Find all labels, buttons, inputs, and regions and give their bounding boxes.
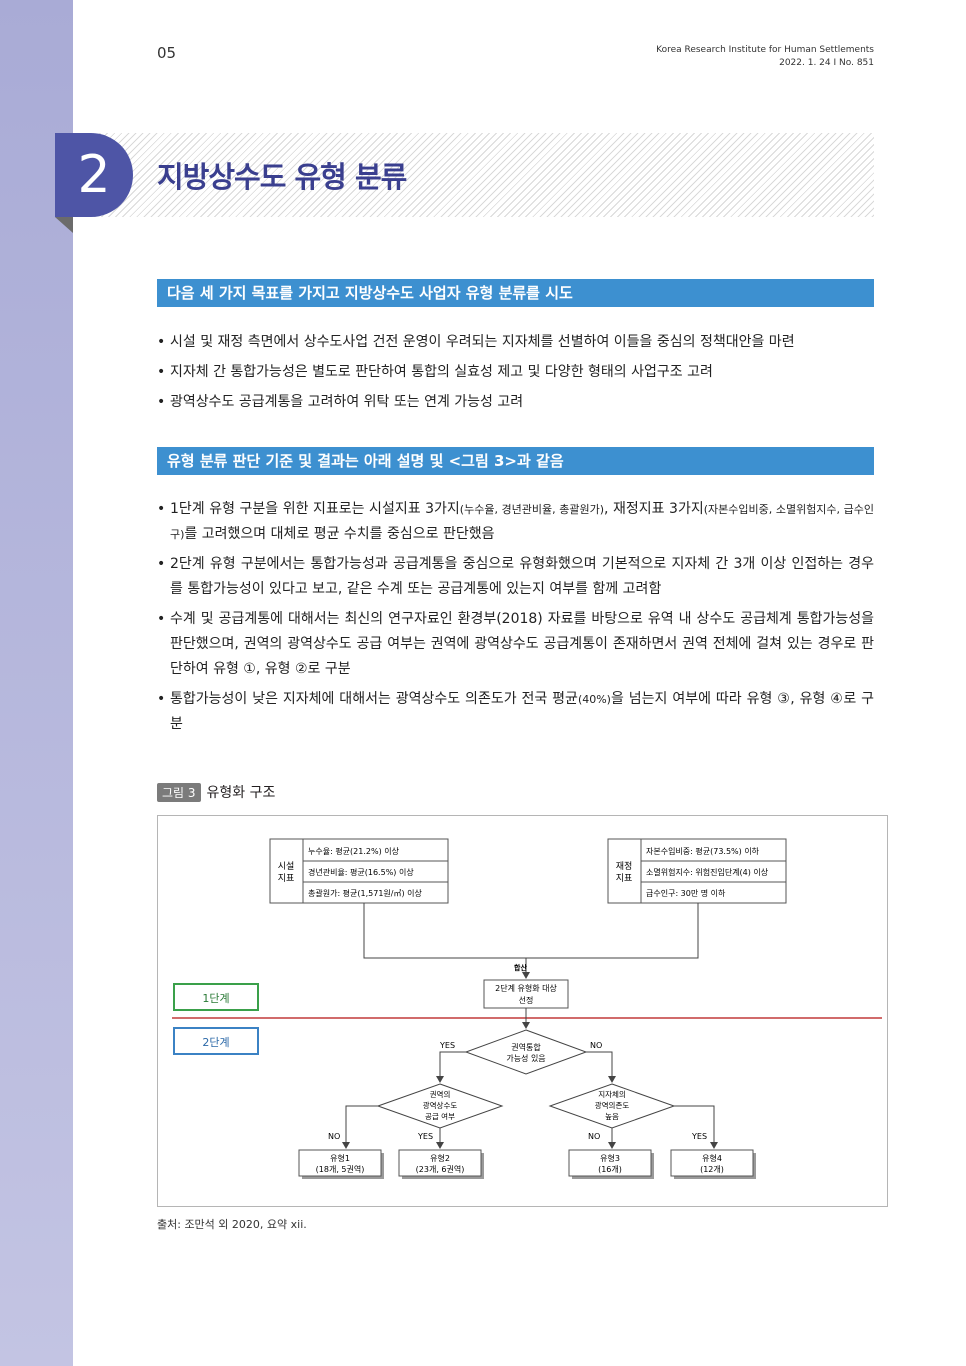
facility-label-1: 시설 bbox=[278, 861, 295, 872]
d2-line2: 광역상수도 bbox=[423, 1100, 458, 1110]
merge-connector bbox=[363, 903, 699, 959]
text-segment: (40%) bbox=[577, 693, 611, 706]
flowchart: 시설 지표 누수율: 평균(21.2%) 이상 경년관비율: 평균(16.5%)… bbox=[172, 838, 882, 1179]
page-number: 05 bbox=[157, 44, 177, 62]
publisher-name: Korea Research Institute for Human Settl… bbox=[656, 45, 874, 55]
connector bbox=[674, 1105, 718, 1149]
stage1-label: 1단계 bbox=[202, 992, 229, 1005]
text-segment: (자본수입비중, 소멸위험지수, 급수인구) bbox=[170, 503, 874, 541]
type-name: 유형1 bbox=[330, 1154, 350, 1163]
type-detail: (12개) bbox=[700, 1164, 724, 1174]
type-box-3: 유형3 (16개) bbox=[568, 1149, 654, 1179]
finance-label-2: 지표 bbox=[616, 873, 633, 884]
list-item: 2단계 유형 구분에서는 통합가능성과 공급계통을 중심으로 유형화했으며 기본… bbox=[157, 552, 874, 602]
figure-label: 그림 3 유형화 구조 bbox=[157, 782, 275, 802]
connector bbox=[342, 1105, 378, 1149]
type-name: 유형3 bbox=[600, 1154, 620, 1163]
decision-integration bbox=[464, 1029, 588, 1075]
block1-heading: 다음 세 가지 목표를 가지고 지방상수도 사업자 유형 분류를 시도 bbox=[157, 279, 874, 307]
d2-line3: 공급 여부 bbox=[425, 1111, 455, 1121]
list-item: 지자체 간 통합가능성은 별도로 판단하여 통합의 실효성 제고 및 다양한 형… bbox=[157, 357, 874, 387]
list-item: 수계 및 공급계통에 대해서는 최신의 연구자료인 환경부(2018) 자료를 … bbox=[157, 607, 874, 682]
no-label: NO bbox=[588, 1132, 600, 1141]
d3-line2: 광역의존도 bbox=[595, 1100, 630, 1110]
text-segment: 을 넘는지 여부에 따라 유형 ③, 유형 ④로 구분 bbox=[170, 691, 874, 732]
facility-item: 누수율: 평균(21.2%) 이상 bbox=[308, 846, 400, 856]
yes-label: YES bbox=[417, 1132, 433, 1141]
text-segment: 를 고려했으며 대체로 평균 수치를 중심으로 판단했음 bbox=[184, 526, 495, 542]
facility-indicators: 시설 지표 누수율: 평균(21.2%) 이상 경년관비율: 평균(16.5%)… bbox=[269, 838, 449, 904]
stage1-box bbox=[173, 983, 259, 1011]
section-number-fold bbox=[55, 217, 73, 233]
type-detail: (23개, 6권역) bbox=[416, 1164, 465, 1174]
finance-label-1: 재정 bbox=[616, 861, 633, 872]
text-segment: 1단계 유형 구분을 위한 지표로는 시설지표 3가지 bbox=[170, 501, 460, 517]
finance-item: 소멸위험지수: 위험진입단계(4) 이상 bbox=[646, 867, 769, 877]
block1-bullet-list: 시설 및 재정 측면에서 상수도사업 건전 운영이 우려되는 지자체를 선별하여… bbox=[157, 327, 874, 417]
target-line1: 2단계 유형화 대상 bbox=[495, 983, 557, 993]
yes-label: YES bbox=[439, 1041, 455, 1050]
list-item: 광역상수도 공급계통을 고려하여 위탁 또는 연계 가능성 고려 bbox=[157, 387, 874, 417]
list-item: 시설 및 재정 측면에서 상수도사업 건전 운영이 우려되는 지자체를 선별하여… bbox=[157, 327, 874, 357]
facility-item: 경년관비율: 평균(16.5%) 이상 bbox=[308, 867, 414, 877]
text-segment: , 재정지표 3가지 bbox=[604, 501, 704, 517]
d3-line1: 지자체의 bbox=[598, 1089, 626, 1099]
type-name: 유형2 bbox=[430, 1154, 450, 1163]
type-name: 유형4 bbox=[702, 1154, 722, 1163]
facility-box bbox=[269, 838, 449, 904]
no-label: NO bbox=[328, 1132, 340, 1141]
target-box bbox=[483, 979, 569, 1009]
finance-item: 급수인구: 30만 명 이하 bbox=[646, 888, 726, 898]
no-label: NO bbox=[590, 1041, 602, 1050]
block2-heading: 유형 분류 판단 기준 및 결과는 아래 설명 및 <그림 3>과 같음 bbox=[157, 447, 874, 475]
d1-line2: 가능성 있음 bbox=[506, 1053, 545, 1063]
d1-line1: 권역통합 bbox=[511, 1042, 541, 1052]
finance-item: 자본수입비중: 평균(73.5%) 이하 bbox=[646, 846, 760, 856]
issue-info: 2022. 1. 24 I No. 851 bbox=[779, 58, 874, 68]
publication-header: Korea Research Institute for Human Settl… bbox=[656, 44, 874, 70]
section-number: 2 bbox=[55, 133, 133, 217]
list-item: 통합가능성이 낮은 지자체에 대해서는 광역상수도 의존도가 전국 평균(40%… bbox=[157, 687, 874, 737]
text-segment: (누수율, 경년관비율, 총괄원가) bbox=[459, 503, 604, 516]
d2-line1: 권역의 bbox=[430, 1089, 451, 1099]
finance-box bbox=[607, 838, 787, 904]
target-line2: 선정 bbox=[519, 995, 534, 1005]
d3-line3: 높음 bbox=[605, 1112, 619, 1121]
figure-tag: 그림 3 bbox=[157, 783, 201, 802]
connector bbox=[586, 1051, 616, 1083]
type-box-1: 유형1 (18개, 5권역) bbox=[298, 1149, 384, 1179]
text-segment: 통합가능성이 낮은 지자체에 대해서는 광역상수도 의존도가 전국 평균 bbox=[170, 691, 578, 707]
list-item: 1단계 유형 구분을 위한 지표로는 시설지표 3가지(누수율, 경년관비율, … bbox=[157, 497, 874, 547]
sum-label: 합산 bbox=[514, 963, 527, 972]
flowchart-frame: 시설 지표 누수율: 평균(21.2%) 이상 경년관비율: 평균(16.5%)… bbox=[157, 815, 888, 1207]
figure-caption: 유형화 구조 bbox=[206, 785, 276, 801]
figure-source: 출처: 조만석 외 2020, 요약 xii. bbox=[157, 1218, 307, 1231]
section-header-background bbox=[73, 133, 874, 217]
facility-item: 총괄원가: 평균(1,571원/㎥) 이상 bbox=[308, 888, 423, 898]
type-detail: (18개, 5권역) bbox=[316, 1164, 365, 1174]
connector bbox=[436, 1051, 466, 1083]
stage2-box bbox=[173, 1027, 259, 1055]
facility-label-2: 지표 bbox=[278, 873, 295, 884]
type-detail: (16개) bbox=[598, 1164, 622, 1174]
stage2-label: 2단계 bbox=[202, 1036, 229, 1049]
type-box-2: 유형2 (23개, 6권역) bbox=[398, 1149, 484, 1179]
section-title: 지방상수도 유형 분류 bbox=[157, 160, 407, 194]
block2-bullet-list: 1단계 유형 구분을 위한 지표로는 시설지표 3가지(누수율, 경년관비율, … bbox=[157, 497, 874, 742]
finance-indicators: 재정 지표 자본수입비중: 평균(73.5%) 이하 소멸위험지수: 위험진입단… bbox=[607, 838, 787, 904]
yes-label: YES bbox=[691, 1132, 707, 1141]
type-box-4: 유형4 (12개) bbox=[670, 1149, 756, 1179]
